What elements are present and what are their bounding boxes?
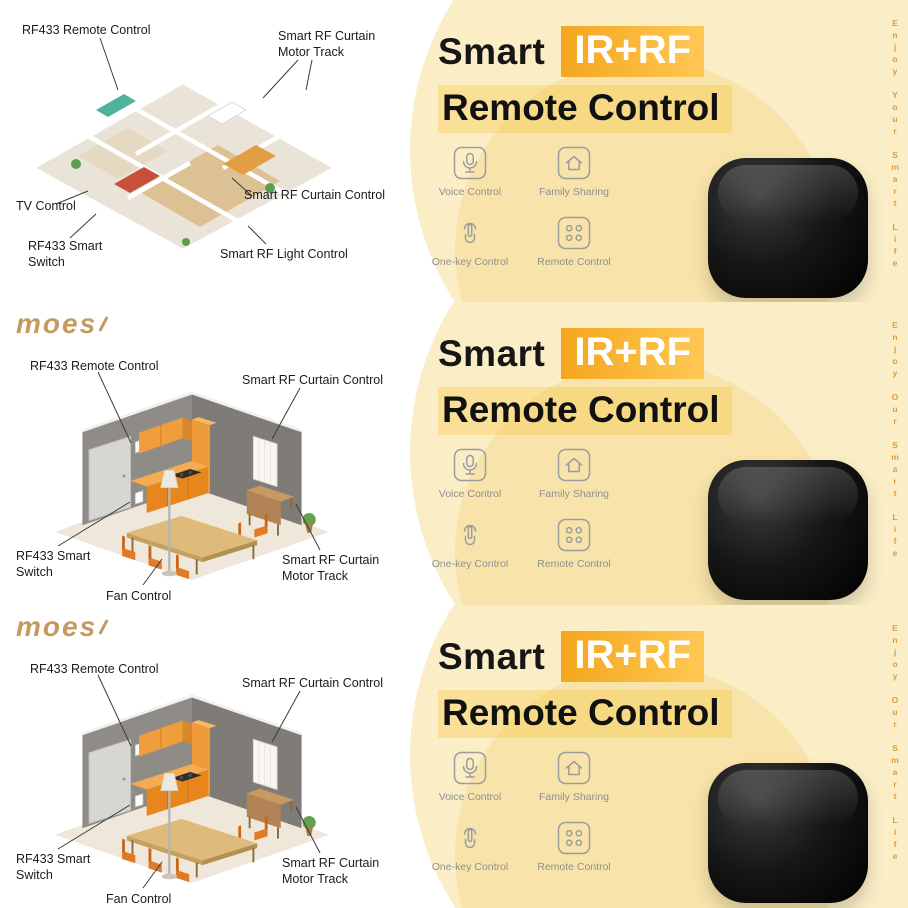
feature-one-key-control: One-key Control — [422, 518, 518, 570]
microphone-icon — [453, 448, 487, 482]
feature-label: Voice Control — [438, 791, 502, 803]
callout-curtain-motor-track: Smart RF Curtain Motor Track — [278, 29, 376, 60]
callout-curtain-motor-track: Smart RF Curtain Motor Track — [282, 856, 380, 887]
home-icon — [557, 448, 591, 482]
callout-rf433-smart-switch: RF433 Smart Switch — [16, 852, 91, 883]
callout-curtain-control: Smart RF Curtain Control — [244, 188, 386, 202]
moes-logo-mark — [98, 316, 109, 332]
callout-curtain-control: Smart RF Curtain Control — [242, 676, 384, 690]
feature-label: Voice Control — [438, 186, 502, 198]
buttons-grid-icon — [557, 216, 591, 250]
feature-voice-control: Voice Control — [422, 146, 518, 198]
ir-rf-hub-device — [708, 460, 868, 600]
feature-label: One-key Control — [431, 558, 509, 570]
feature-label: One-key Control — [431, 256, 509, 268]
feature-one-key-control: One-key Control — [422, 216, 518, 268]
feature-label: Remote Control — [537, 256, 611, 268]
buttons-grid-icon — [557, 821, 591, 855]
callout-rf433-remote-control: RF433 Remote Control — [22, 23, 151, 37]
feature-remote-control: Remote Control — [526, 518, 622, 570]
microphone-icon — [453, 751, 487, 785]
feature-remote-control: Remote Control — [526, 216, 622, 268]
feature-label: Family Sharing — [538, 186, 610, 198]
feature-label: Remote Control — [537, 861, 611, 873]
side-slogan: Enjoy Our Smart Life — [890, 623, 900, 863]
headline-irrf-badge: IR+RF — [561, 26, 705, 77]
callout-light-control: Smart RF Light Control — [220, 247, 348, 261]
feature-label: Remote Control — [537, 558, 611, 570]
home-icon — [557, 751, 591, 785]
feature-grid: Voice Control Family Sharing One-key Con… — [422, 448, 622, 570]
feature-remote-control: Remote Control — [526, 821, 622, 873]
panel-middle: moes RF433 Remote Control Smart RF Curta… — [0, 302, 908, 605]
headline-remote-control: Remote Control — [438, 387, 732, 435]
headline-smart: Smart — [438, 30, 546, 72]
moes-logo-text: moes — [16, 611, 98, 642]
finger-tap-icon — [463, 827, 477, 849]
ir-rf-hub-device — [708, 763, 868, 903]
headline-smart: Smart — [438, 332, 546, 374]
headline-smart: Smart — [438, 635, 546, 677]
home-icon — [557, 146, 591, 180]
ir-rf-hub-device — [708, 158, 868, 298]
headline: Smart IR+RF Remote Control — [438, 328, 732, 435]
headline: Smart IR+RF Remote Control — [438, 26, 732, 133]
buttons-grid-icon — [557, 518, 591, 552]
feature-voice-control: Voice Control — [422, 751, 518, 803]
callout-fan-control: Fan Control — [106, 589, 172, 603]
feature-family-sharing: Family Sharing — [526, 448, 622, 500]
feature-voice-control: Voice Control — [422, 448, 518, 500]
callout-curtain-motor-track: Smart RF Curtain Motor Track — [282, 553, 380, 584]
feature-family-sharing: Family Sharing — [526, 751, 622, 803]
finger-tap-icon — [463, 524, 477, 546]
headline-remote-control: Remote Control — [438, 690, 732, 738]
apartment-illustration — [23, 77, 345, 256]
callout-rf433-smart-switch: RF433 Smart Switch — [28, 239, 103, 270]
feature-label: Family Sharing — [538, 791, 610, 803]
panel-top: RF433 Remote Control Smart RF Curtain Mo… — [0, 0, 908, 302]
headline-remote-control: Remote Control — [438, 85, 732, 133]
feature-family-sharing: Family Sharing — [526, 146, 622, 198]
headline-irrf-badge: IR+RF — [561, 631, 705, 682]
finger-tap-icon — [463, 222, 477, 244]
callout-fan-control: Fan Control — [106, 892, 172, 906]
callout-rf433-remote-control: RF433 Remote Control — [30, 359, 159, 373]
moes-logo-text: moes — [16, 308, 98, 339]
feature-label: Voice Control — [438, 488, 502, 500]
microphone-icon — [453, 146, 487, 180]
callout-rf433-remote-control: RF433 Remote Control — [30, 662, 159, 676]
headline-irrf-badge: IR+RF — [561, 328, 705, 379]
callout-curtain-control: Smart RF Curtain Control — [242, 373, 384, 387]
panel-bottom: moes RF433 Remote Control Smart RF Curta… — [0, 605, 908, 908]
headline: Smart IR+RF Remote Control — [438, 631, 732, 738]
moes-logo: moes — [16, 308, 109, 340]
feature-label: Family Sharing — [538, 488, 610, 500]
feature-grid: Voice Control Family Sharing One-key Con… — [422, 751, 622, 873]
side-slogan: Enjoy Your Smart Life — [890, 18, 900, 270]
moes-logo-mark — [98, 619, 109, 635]
feature-label: One-key Control — [431, 861, 509, 873]
feature-one-key-control: One-key Control — [422, 821, 518, 873]
moes-logo: moes — [16, 611, 109, 643]
callout-tv-control: TV Control — [16, 199, 76, 213]
callout-rf433-smart-switch: RF433 Smart Switch — [16, 549, 91, 580]
feature-grid: Voice Control Family Sharing One-key Con… — [422, 146, 622, 268]
side-slogan: Enjoy Our Smart Life — [890, 320, 900, 560]
